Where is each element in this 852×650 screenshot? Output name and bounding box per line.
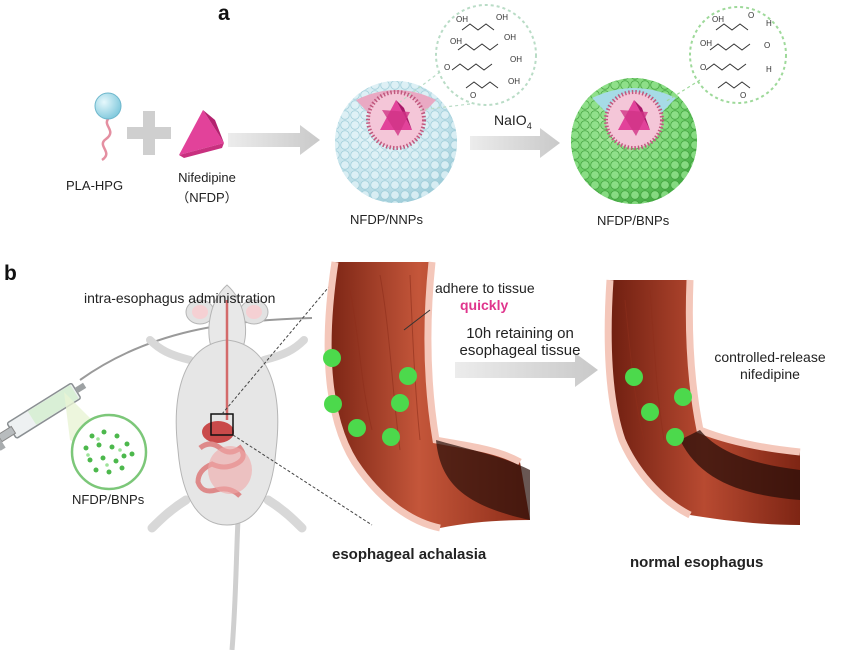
svg-text:O: O	[700, 63, 706, 72]
retain-line1: 10h retaining on	[466, 325, 574, 342]
mouse-illustration	[146, 284, 308, 650]
svg-text:OH: OH	[450, 37, 462, 46]
svg-text:O: O	[764, 41, 770, 50]
nifedipine-pyramid-icon	[179, 110, 224, 158]
nfdp-label: （NFDP）	[176, 190, 238, 205]
nifedipine-label: Nifedipine	[178, 170, 236, 185]
arrow-to-normal-icon	[455, 353, 598, 387]
zoom-line-bottom	[232, 434, 373, 526]
oxidant-label: NaIO4	[494, 112, 532, 131]
adhere-label: adhere to tissue	[435, 280, 535, 296]
arrow-to-nnp-icon	[228, 125, 320, 155]
nanoparticles-achalasia	[323, 349, 417, 446]
pla-hpg-polymer-icon	[94, 92, 122, 162]
quickly-label: quickly	[460, 297, 509, 313]
achalasia-label: esophageal achalasia	[332, 546, 487, 563]
panel-a-letter: a	[218, 2, 230, 25]
administration-label: intra-esophagus administration	[84, 290, 276, 306]
svg-text:H: H	[766, 65, 772, 74]
panel-b-letter: b	[4, 262, 17, 285]
zoom-line-top	[221, 275, 339, 415]
svg-text:H: H	[766, 19, 772, 28]
svg-text:OH: OH	[700, 39, 712, 48]
svg-text:OH: OH	[496, 13, 508, 22]
nnp-nanoparticle-icon	[335, 81, 457, 203]
svg-text:OH: OH	[504, 33, 516, 42]
oxidant-main: NaIO	[494, 112, 527, 128]
normal-esophagus-illustration	[604, 279, 801, 525]
pla-hpg-label: PLA-HPG	[66, 178, 124, 193]
svg-text:O: O	[444, 63, 450, 72]
achalasia-esophagus-illustration	[324, 261, 530, 532]
nanoparticles-normal	[625, 368, 692, 446]
retain-line2: esophageal tissue	[459, 342, 581, 359]
particles-label: NFDP/BNPs	[72, 492, 145, 507]
bnp-label: NFDP/BNPs	[597, 213, 670, 228]
svg-text:OH: OH	[712, 15, 724, 24]
arrow-to-bnp-icon	[470, 128, 560, 158]
svg-text:OH: OH	[510, 55, 522, 64]
normal-label: normal esophagus	[630, 554, 764, 571]
svg-text:O: O	[748, 11, 754, 20]
bnp-nanoparticle-icon	[571, 78, 697, 204]
release-line2: nifedipine	[740, 366, 800, 382]
hpg-structure-inset: OH OH OH OH OH O OH O	[399, 4, 537, 111]
svg-text:OH: OH	[456, 15, 468, 24]
svg-text:OH: OH	[508, 77, 520, 86]
nnp-label: NFDP/NNPs	[350, 212, 423, 227]
oxidant-subscript: 4	[526, 120, 532, 131]
release-line1: controlled-release	[714, 349, 826, 365]
adhere-pointer	[403, 309, 431, 331]
plus-icon	[127, 111, 171, 155]
svg-text:O: O	[740, 91, 746, 100]
nanoparticle-zoom-circle	[70, 413, 148, 491]
svg-text:O: O	[470, 91, 476, 100]
